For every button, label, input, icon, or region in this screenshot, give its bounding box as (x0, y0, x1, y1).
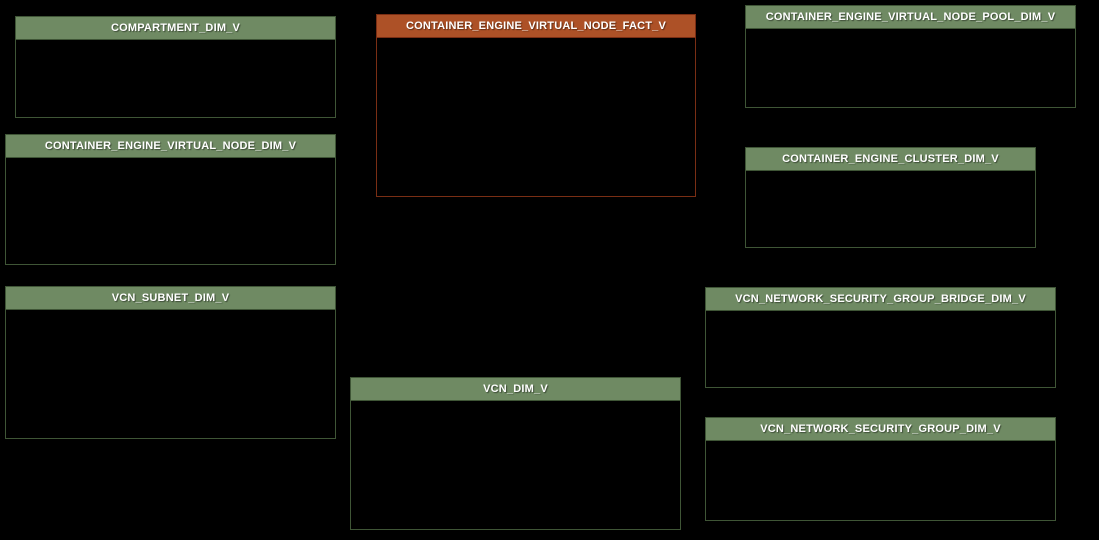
entity-vcn-network-security-group-bridge-dim-v[interactable]: VCN_NETWORK_SECURITY_GROUP_BRIDGE_DIM_V (705, 287, 1056, 388)
entity-container-engine-cluster-dim-v[interactable]: CONTAINER_ENGINE_CLUSTER_DIM_V (745, 147, 1036, 248)
entity-vcn-subnet-dim-v[interactable]: VCN_SUBNET_DIM_V (5, 286, 336, 439)
entity-header-vcn-network-security-group-bridge-dim-v[interactable]: VCN_NETWORK_SECURITY_GROUP_BRIDGE_DIM_V (706, 288, 1055, 311)
entity-header-vcn-subnet-dim-v[interactable]: VCN_SUBNET_DIM_V (6, 287, 335, 310)
entity-title: CONTAINER_ENGINE_VIRTUAL_NODE_DIM_V (44, 140, 297, 152)
entity-body-vcn-dim-v (351, 401, 680, 529)
entity-title: VCN_SUBNET_DIM_V (111, 292, 230, 304)
entity-header-vcn-dim-v[interactable]: VCN_DIM_V (351, 378, 680, 401)
entity-body-container-engine-virtual-node-fact-v (377, 38, 695, 196)
entity-header-vcn-network-security-group-dim-v[interactable]: VCN_NETWORK_SECURITY_GROUP_DIM_V (706, 418, 1055, 441)
entity-title: COMPARTMENT_DIM_V (110, 22, 241, 34)
entity-title: CONTAINER_ENGINE_VIRTUAL_NODE_POOL_DIM_V (765, 11, 1056, 23)
entity-body-vcn-network-security-group-dim-v (706, 441, 1055, 520)
entity-header-container-engine-virtual-node-dim-v[interactable]: CONTAINER_ENGINE_VIRTUAL_NODE_DIM_V (6, 135, 335, 158)
entity-header-container-engine-virtual-node-fact-v[interactable]: CONTAINER_ENGINE_VIRTUAL_NODE_FACT_V (377, 15, 695, 38)
entity-container-engine-virtual-node-pool-dim-v[interactable]: CONTAINER_ENGINE_VIRTUAL_NODE_POOL_DIM_V (745, 5, 1076, 108)
entity-vcn-network-security-group-dim-v[interactable]: VCN_NETWORK_SECURITY_GROUP_DIM_V (705, 417, 1056, 521)
entity-title: VCN_DIM_V (483, 383, 548, 395)
entity-header-compartment-dim-v[interactable]: COMPARTMENT_DIM_V (16, 17, 335, 40)
entity-title: VCN_NETWORK_SECURITY_GROUP_BRIDGE_DIM_V (735, 293, 1026, 305)
entity-container-engine-virtual-node-fact-v[interactable]: CONTAINER_ENGINE_VIRTUAL_NODE_FACT_V (376, 14, 696, 197)
entity-body-container-engine-virtual-node-pool-dim-v (746, 29, 1075, 107)
entity-body-compartment-dim-v (16, 40, 335, 117)
entity-header-container-engine-virtual-node-pool-dim-v[interactable]: CONTAINER_ENGINE_VIRTUAL_NODE_POOL_DIM_V (746, 6, 1075, 29)
entity-title: CONTAINER_ENGINE_CLUSTER_DIM_V (782, 153, 999, 165)
entity-body-container-engine-cluster-dim-v (746, 171, 1035, 247)
entity-title: CONTAINER_ENGINE_VIRTUAL_NODE_FACT_V (405, 20, 667, 32)
entity-header-container-engine-cluster-dim-v[interactable]: CONTAINER_ENGINE_CLUSTER_DIM_V (746, 148, 1035, 171)
entity-title: VCN_NETWORK_SECURITY_GROUP_DIM_V (760, 423, 1001, 435)
entity-body-vcn-network-security-group-bridge-dim-v (706, 311, 1055, 387)
entity-compartment-dim-v[interactable]: COMPARTMENT_DIM_V (15, 16, 336, 118)
entity-vcn-dim-v[interactable]: VCN_DIM_V (350, 377, 681, 530)
entity-container-engine-virtual-node-dim-v[interactable]: CONTAINER_ENGINE_VIRTUAL_NODE_DIM_V (5, 134, 336, 265)
entity-body-container-engine-virtual-node-dim-v (6, 158, 335, 264)
entity-body-vcn-subnet-dim-v (6, 310, 335, 438)
